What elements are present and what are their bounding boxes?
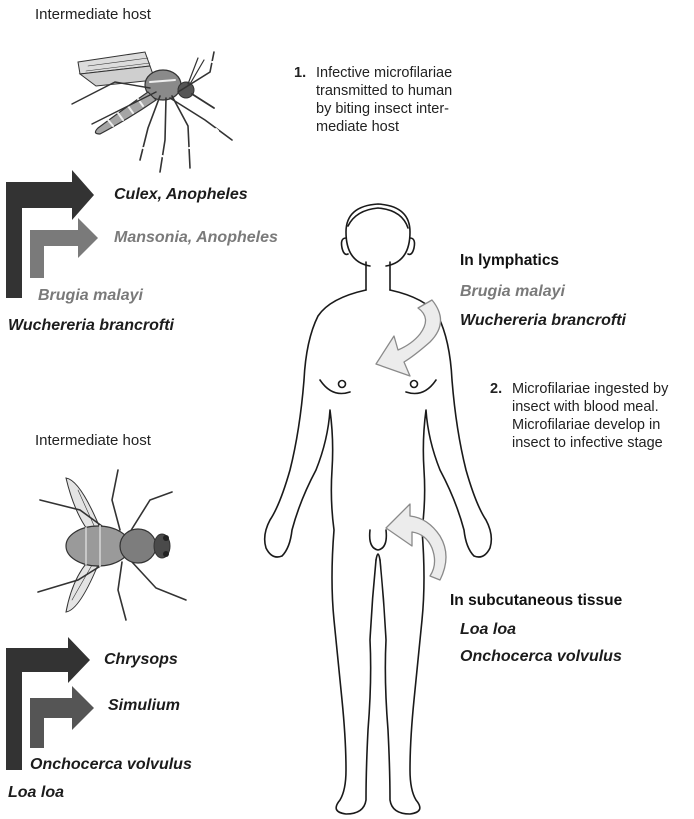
vector-mansonia-anopheles: Mansonia, Anopheles xyxy=(114,228,278,247)
step-1-line: by biting insect inter- xyxy=(316,100,452,118)
parasite-onchocerca-volvulus: Onchocerca volvulus xyxy=(30,755,192,774)
mosquito-icon xyxy=(72,52,232,172)
mosquito-host-label: Intermediate host xyxy=(35,6,151,24)
lymphatics-species-brugia: Brugia malayi xyxy=(460,282,565,301)
step-2-number: 2. xyxy=(490,380,502,398)
subcutaneous-curved-arrow xyxy=(386,504,446,580)
vector-chrysops: Chrysops xyxy=(104,650,178,669)
step-2-line: Microfilariae ingested by xyxy=(512,380,668,398)
step-1-line: Infective microfilariae xyxy=(316,64,452,82)
subcutaneous-species-loa: Loa loa xyxy=(460,620,516,639)
lymphatics-curved-arrow xyxy=(376,300,441,376)
parasite-wuchereria-brancrofti: Wuchereria brancrofti xyxy=(8,316,174,335)
vector-culex-anopheles: Culex, Anopheles xyxy=(114,185,248,204)
vector-simulium: Simulium xyxy=(108,696,180,715)
parasite-brugia-malayi: Brugia malayi xyxy=(38,286,143,305)
lymphatics-species-wuchereria: Wuchereria brancrofti xyxy=(460,311,626,330)
step-2-description: 2. Microfilariae ingested by insect with… xyxy=(490,380,690,460)
parasite-loa-loa: Loa loa xyxy=(8,783,64,802)
step-1-line: transmitted to human xyxy=(316,82,452,100)
step-2-line: Microfilariae develop in xyxy=(512,416,668,434)
step-2-line: insect to infective stage xyxy=(512,434,668,452)
fly-icon xyxy=(38,470,186,620)
bracket-arrow-mansonia xyxy=(30,218,98,278)
step-1-line: mediate host xyxy=(316,118,452,136)
lymphatics-heading: In lymphatics xyxy=(460,252,559,271)
fly-host-label: Intermediate host xyxy=(35,432,151,450)
step-2-line: insect with blood meal. xyxy=(512,398,668,416)
subcutaneous-heading: In subcutaneous tissue xyxy=(450,592,622,611)
step-1-description: 1. Infective microfilariae transmitted t… xyxy=(294,64,514,144)
human-body-outline xyxy=(265,204,492,814)
bracket-arrow-simulium xyxy=(30,686,94,748)
step-1-number: 1. xyxy=(294,64,306,82)
subcutaneous-species-onchocerca: Onchocerca volvulus xyxy=(460,647,622,666)
